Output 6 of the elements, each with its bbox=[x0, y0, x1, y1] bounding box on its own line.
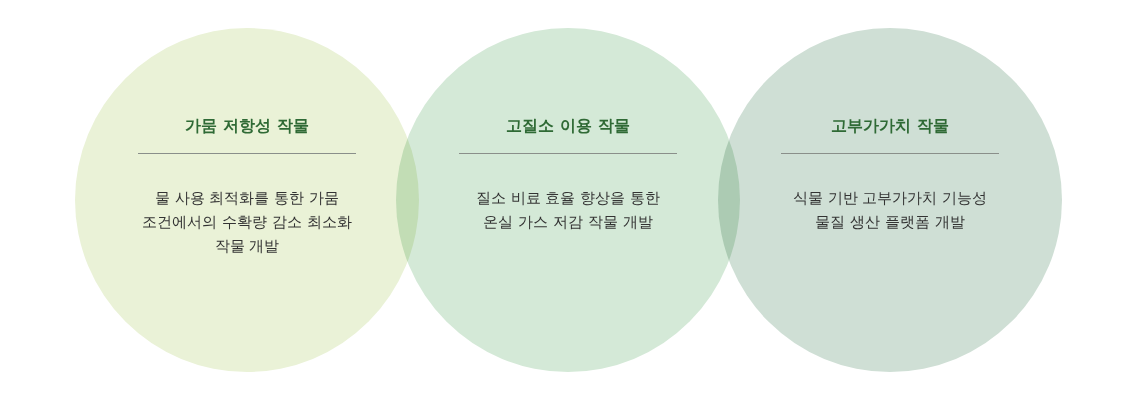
circle-description: 물 사용 최적화를 통한 가뭄 조건에서의 수확량 감소 최소화 작물 개발 bbox=[141, 188, 353, 257]
circle-heading: 고질소 이용 작물 bbox=[505, 116, 631, 137]
circle-heading: 가뭄 저항성 작물 bbox=[184, 116, 310, 137]
circle-description: 질소 비료 효율 향상을 통한 온실 가스 저감 작물 개발 bbox=[474, 188, 662, 233]
circle-heading: 고부가가치 작물 bbox=[830, 116, 950, 137]
circle-description: 식물 기반 고부가가치 기능성 물질 생산 플랫폼 개발 bbox=[791, 188, 989, 233]
